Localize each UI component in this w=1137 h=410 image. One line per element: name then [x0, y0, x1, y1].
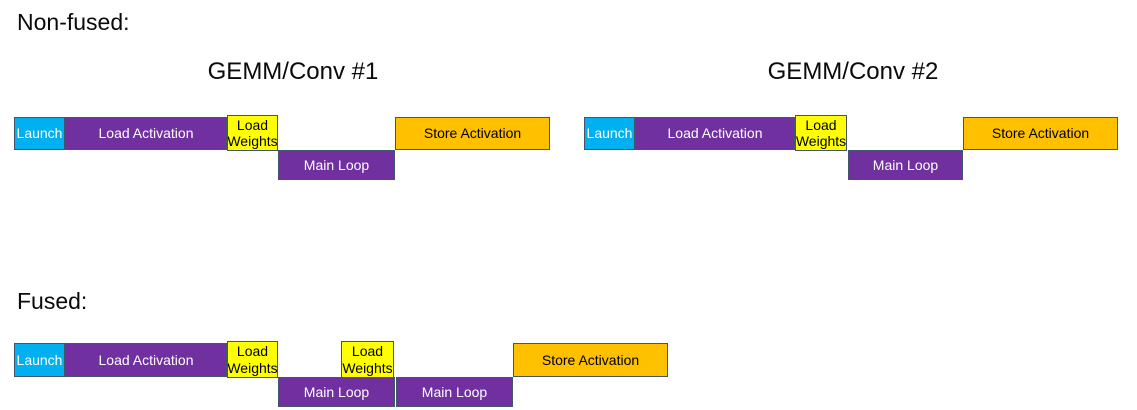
- nonfused1-launch-block: Launch: [14, 117, 65, 150]
- block-label: Main Loop: [303, 156, 370, 173]
- fused-load-weights-2-block: Load Weights: [341, 341, 394, 378]
- section-label-fused: Fused:: [17, 288, 88, 314]
- nonfused2-load-activation-block: Load Activation: [635, 117, 795, 150]
- nonfused2-load-weights-block: Load Weights: [795, 115, 847, 151]
- block-label: Main Loop: [303, 383, 370, 400]
- nonfused2-launch-block: Launch: [584, 117, 635, 150]
- block-label: Load Activation: [98, 125, 194, 142]
- block-label: Launch: [16, 351, 63, 368]
- group-title-gemm-conv-1: GEMM/Conv #1: [207, 58, 379, 85]
- nonfused2-store-activation-block: Store Activation: [963, 117, 1118, 150]
- block-label: Load Activation: [98, 351, 194, 368]
- block-label: Store Activation: [423, 125, 522, 142]
- fused-main-loop-1-block: Main Loop: [278, 377, 395, 407]
- nonfused1-load-weights-block: Load Weights: [227, 115, 278, 151]
- fused-load-activation-block: Load Activation: [65, 343, 227, 377]
- fused-launch-block: Launch: [14, 343, 65, 377]
- nonfused1-main-loop-block: Main Loop: [278, 150, 395, 180]
- block-label: Store Activation: [991, 125, 1090, 142]
- fused-load-weights-1-block: Load Weights: [227, 341, 278, 378]
- group-title-gemm-conv-2: GEMM/Conv #2: [767, 58, 939, 85]
- block-label: Load Weights: [227, 343, 278, 376]
- fused-store-activation-block: Store Activation: [513, 343, 668, 377]
- block-label: Main Loop: [421, 383, 488, 400]
- block-label: Load Weights: [342, 343, 393, 376]
- nonfused1-store-activation-block: Store Activation: [395, 117, 550, 150]
- nonfused1-load-activation-block: Load Activation: [65, 117, 227, 150]
- block-label: Main Loop: [872, 156, 939, 173]
- block-label: Load Activation: [667, 125, 763, 142]
- section-label-non-fused: Non-fused:: [17, 9, 130, 35]
- block-label: Load Weights: [795, 116, 847, 149]
- block-label: Load Weights: [227, 116, 278, 149]
- fused-main-loop-2-block: Main Loop: [396, 377, 513, 407]
- block-label: Launch: [16, 125, 63, 142]
- nonfused2-main-loop-block: Main Loop: [848, 150, 963, 180]
- block-label: Launch: [586, 125, 633, 142]
- block-label: Store Activation: [541, 351, 640, 368]
